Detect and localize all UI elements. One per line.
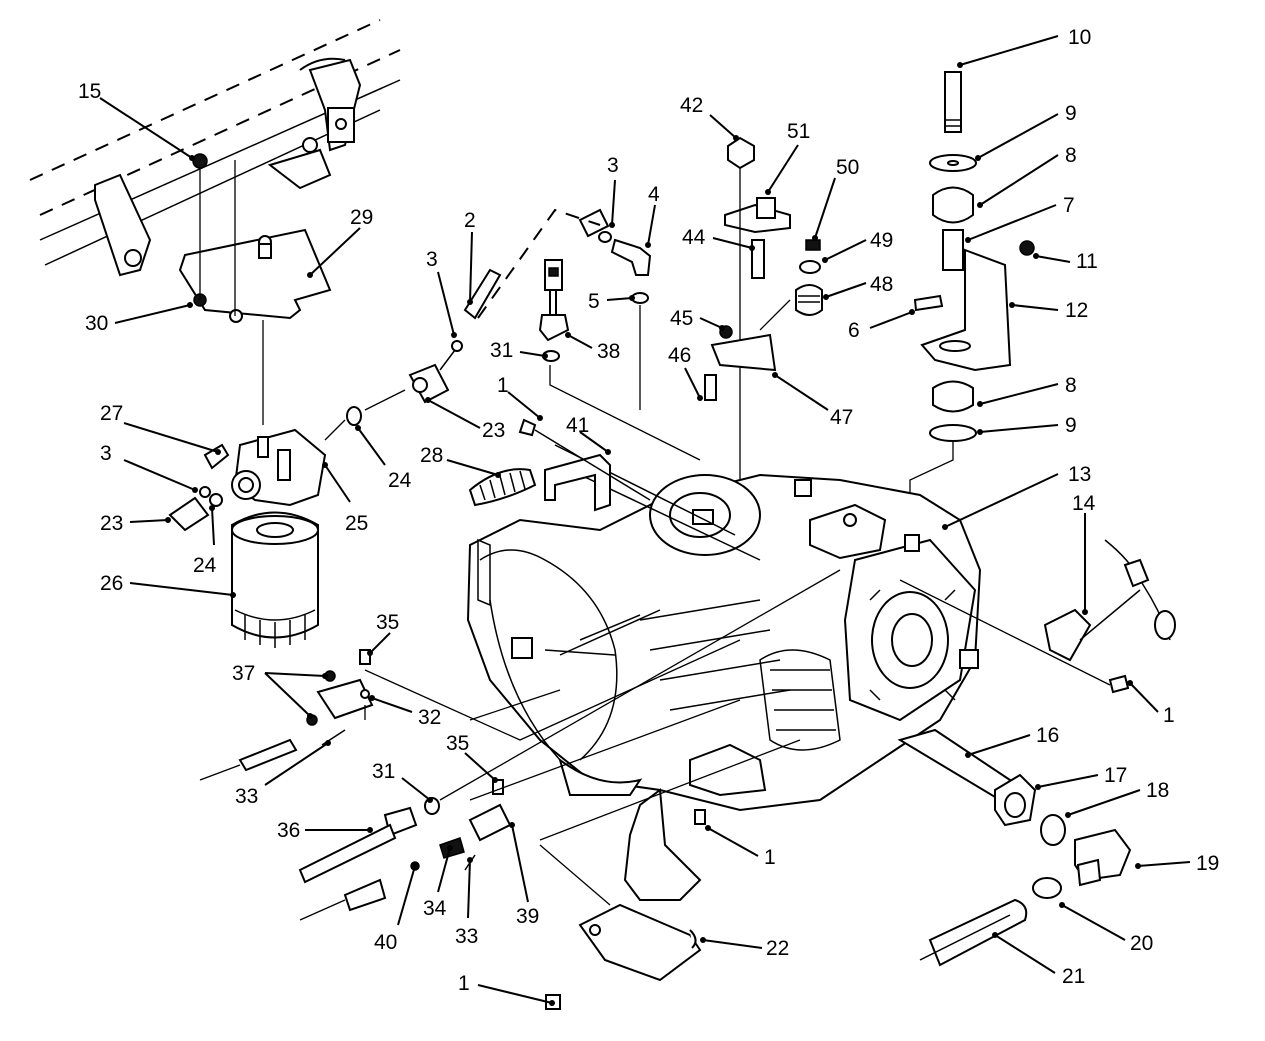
- callout-3: 3: [426, 248, 438, 271]
- callout-47: 47: [830, 406, 853, 429]
- callout-48: 48: [870, 273, 893, 296]
- callout-3: 3: [100, 442, 112, 465]
- callout-4: 4: [648, 183, 660, 206]
- callout-33: 33: [235, 785, 258, 808]
- callout-15: 15: [78, 80, 101, 103]
- lower-linkage: [199, 569, 841, 921]
- callout-10: 10: [1068, 26, 1091, 49]
- filter-bracket: [178, 137, 332, 425]
- callout-34: 34: [423, 897, 447, 920]
- callout-17: 17: [1104, 764, 1127, 787]
- callout-24: 24: [193, 554, 217, 577]
- callout-44: 44: [682, 226, 706, 249]
- callout-9: 9: [1065, 414, 1077, 437]
- callout-30: 30: [85, 312, 108, 335]
- callout-28: 28: [420, 444, 443, 467]
- callout-39: 39: [516, 905, 539, 928]
- callout-3: 3: [607, 154, 619, 177]
- callout-6: 6: [848, 319, 860, 342]
- callout-40: 40: [374, 931, 397, 954]
- callout-35: 35: [446, 732, 469, 755]
- callout-8: 8: [1065, 144, 1077, 167]
- callout-7: 7: [1063, 194, 1075, 217]
- callout-50: 50: [836, 156, 859, 179]
- spring-and-bracket: [468, 418, 651, 512]
- linkage-group: [704, 136, 823, 540]
- leader-lines: [99, 35, 1191, 1006]
- callout-32: 32: [418, 706, 441, 729]
- callout-1: 1: [764, 846, 776, 869]
- callout-labels: 10 9 8 7 11 12 6 8 9 13 14 1 16 17 18 19…: [78, 26, 1219, 995]
- fitting-group-top: [477, 208, 701, 461]
- callout-19: 19: [1196, 852, 1219, 875]
- callout-9: 9: [1065, 102, 1077, 125]
- callout-13: 13: [1068, 463, 1091, 486]
- callout-35: 35: [376, 611, 399, 634]
- frame-rail: [29, 19, 401, 277]
- callout-24: 24: [388, 469, 412, 492]
- callout-51: 51: [787, 120, 810, 143]
- callout-22: 22: [766, 937, 789, 960]
- callout-20: 20: [1130, 932, 1153, 955]
- callout-46: 46: [668, 344, 691, 367]
- callout-8: 8: [1065, 374, 1077, 397]
- callout-45: 45: [670, 307, 693, 330]
- cable-clamp: [899, 539, 1176, 694]
- callout-1: 1: [497, 374, 509, 397]
- callout-18: 18: [1146, 779, 1169, 802]
- callout-29: 29: [350, 206, 373, 229]
- callout-23: 23: [100, 512, 123, 535]
- callout-23: 23: [482, 419, 505, 442]
- callout-21: 21: [1062, 965, 1085, 988]
- callout-37: 37: [232, 662, 255, 685]
- callout-14: 14: [1072, 492, 1096, 515]
- callout-31: 31: [372, 760, 395, 783]
- filter-head: [168, 428, 327, 532]
- callout-49: 49: [870, 229, 893, 252]
- callout-33: 33: [455, 925, 478, 948]
- callout-25: 25: [345, 512, 368, 535]
- callout-27: 27: [100, 402, 123, 425]
- callout-36: 36: [277, 819, 300, 842]
- callout-2: 2: [464, 209, 476, 232]
- hose-fitting-upper: [324, 268, 502, 441]
- callout-12: 12: [1065, 299, 1088, 322]
- callout-1: 1: [1163, 704, 1175, 727]
- callout-26: 26: [100, 572, 123, 595]
- mount-stack: [909, 71, 1035, 520]
- callout-16: 16: [1036, 724, 1059, 747]
- filter-fittings-right: [897, 728, 1132, 967]
- callout-1: 1: [458, 972, 470, 995]
- control-bracket: [539, 788, 706, 1010]
- callout-41: 41: [566, 414, 589, 437]
- callout-5: 5: [588, 290, 600, 313]
- callout-31: 31: [490, 339, 513, 362]
- transmission-housing: [466, 444, 982, 812]
- callout-42: 42: [680, 94, 703, 117]
- callout-11: 11: [1076, 250, 1098, 273]
- oil-filter: [231, 511, 319, 648]
- callout-38: 38: [597, 340, 620, 363]
